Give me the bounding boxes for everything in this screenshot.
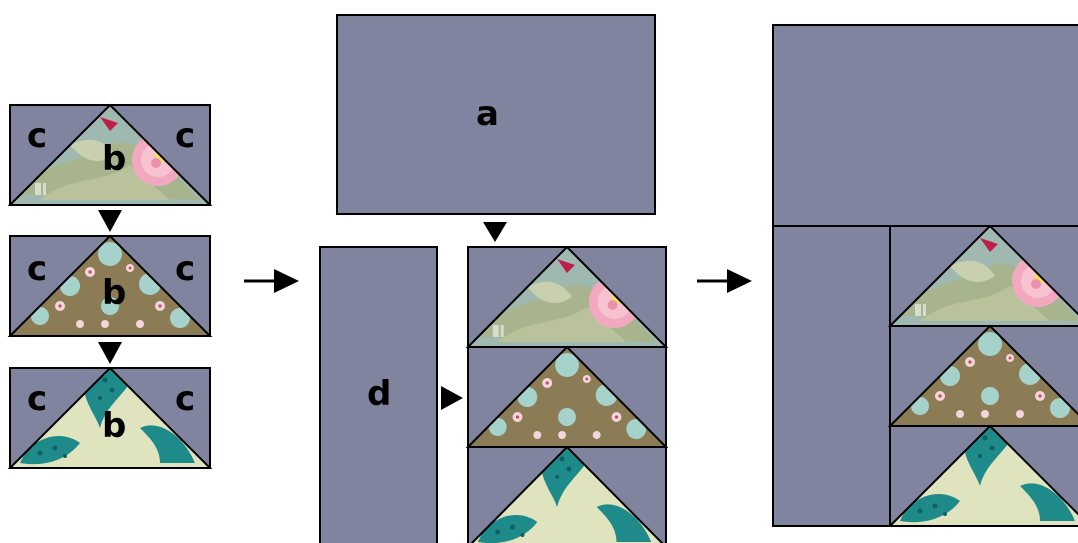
right-arrow-icon — [244, 269, 299, 293]
right-arrow-small-icon — [441, 386, 463, 410]
down-arrow-icon — [98, 210, 122, 232]
label-b: b — [102, 273, 126, 313]
unit-3-leaf: c c b — [0, 358, 220, 478]
stage-2-assembly: a d — [319, 14, 676, 543]
label-c: c — [175, 116, 195, 156]
label-a: a — [476, 94, 499, 134]
down-arrow-icon — [483, 222, 507, 242]
label-c: c — [27, 379, 47, 419]
finished-unit-leaf — [880, 416, 1078, 536]
piece-a — [336, 14, 656, 215]
unit-rose-stacked — [458, 237, 676, 357]
finished-piece-a — [772, 24, 1078, 227]
label-b: b — [102, 139, 126, 179]
label-c: c — [27, 116, 47, 156]
unit-1-rose: c c b — [0, 95, 220, 215]
right-arrow-icon — [697, 269, 752, 293]
finished-unit-rose — [880, 216, 1078, 336]
down-arrow-icon — [98, 342, 122, 364]
unit-leaf-stacked — [458, 437, 676, 543]
unit-2-floral: c c b — [0, 226, 220, 346]
piece-d — [319, 246, 438, 543]
label-c: c — [27, 249, 47, 289]
stage-3-finished-block — [772, 24, 1078, 536]
finished-unit-floral — [880, 316, 1078, 436]
label-b: b — [102, 406, 126, 446]
label-c: c — [175, 379, 195, 419]
stage-1-units: c c b c c b c c b — [0, 95, 220, 478]
label-d: d — [367, 374, 391, 414]
finished-piece-d — [772, 225, 891, 527]
unit-floral-stacked — [458, 337, 676, 457]
label-c: c — [175, 249, 195, 289]
